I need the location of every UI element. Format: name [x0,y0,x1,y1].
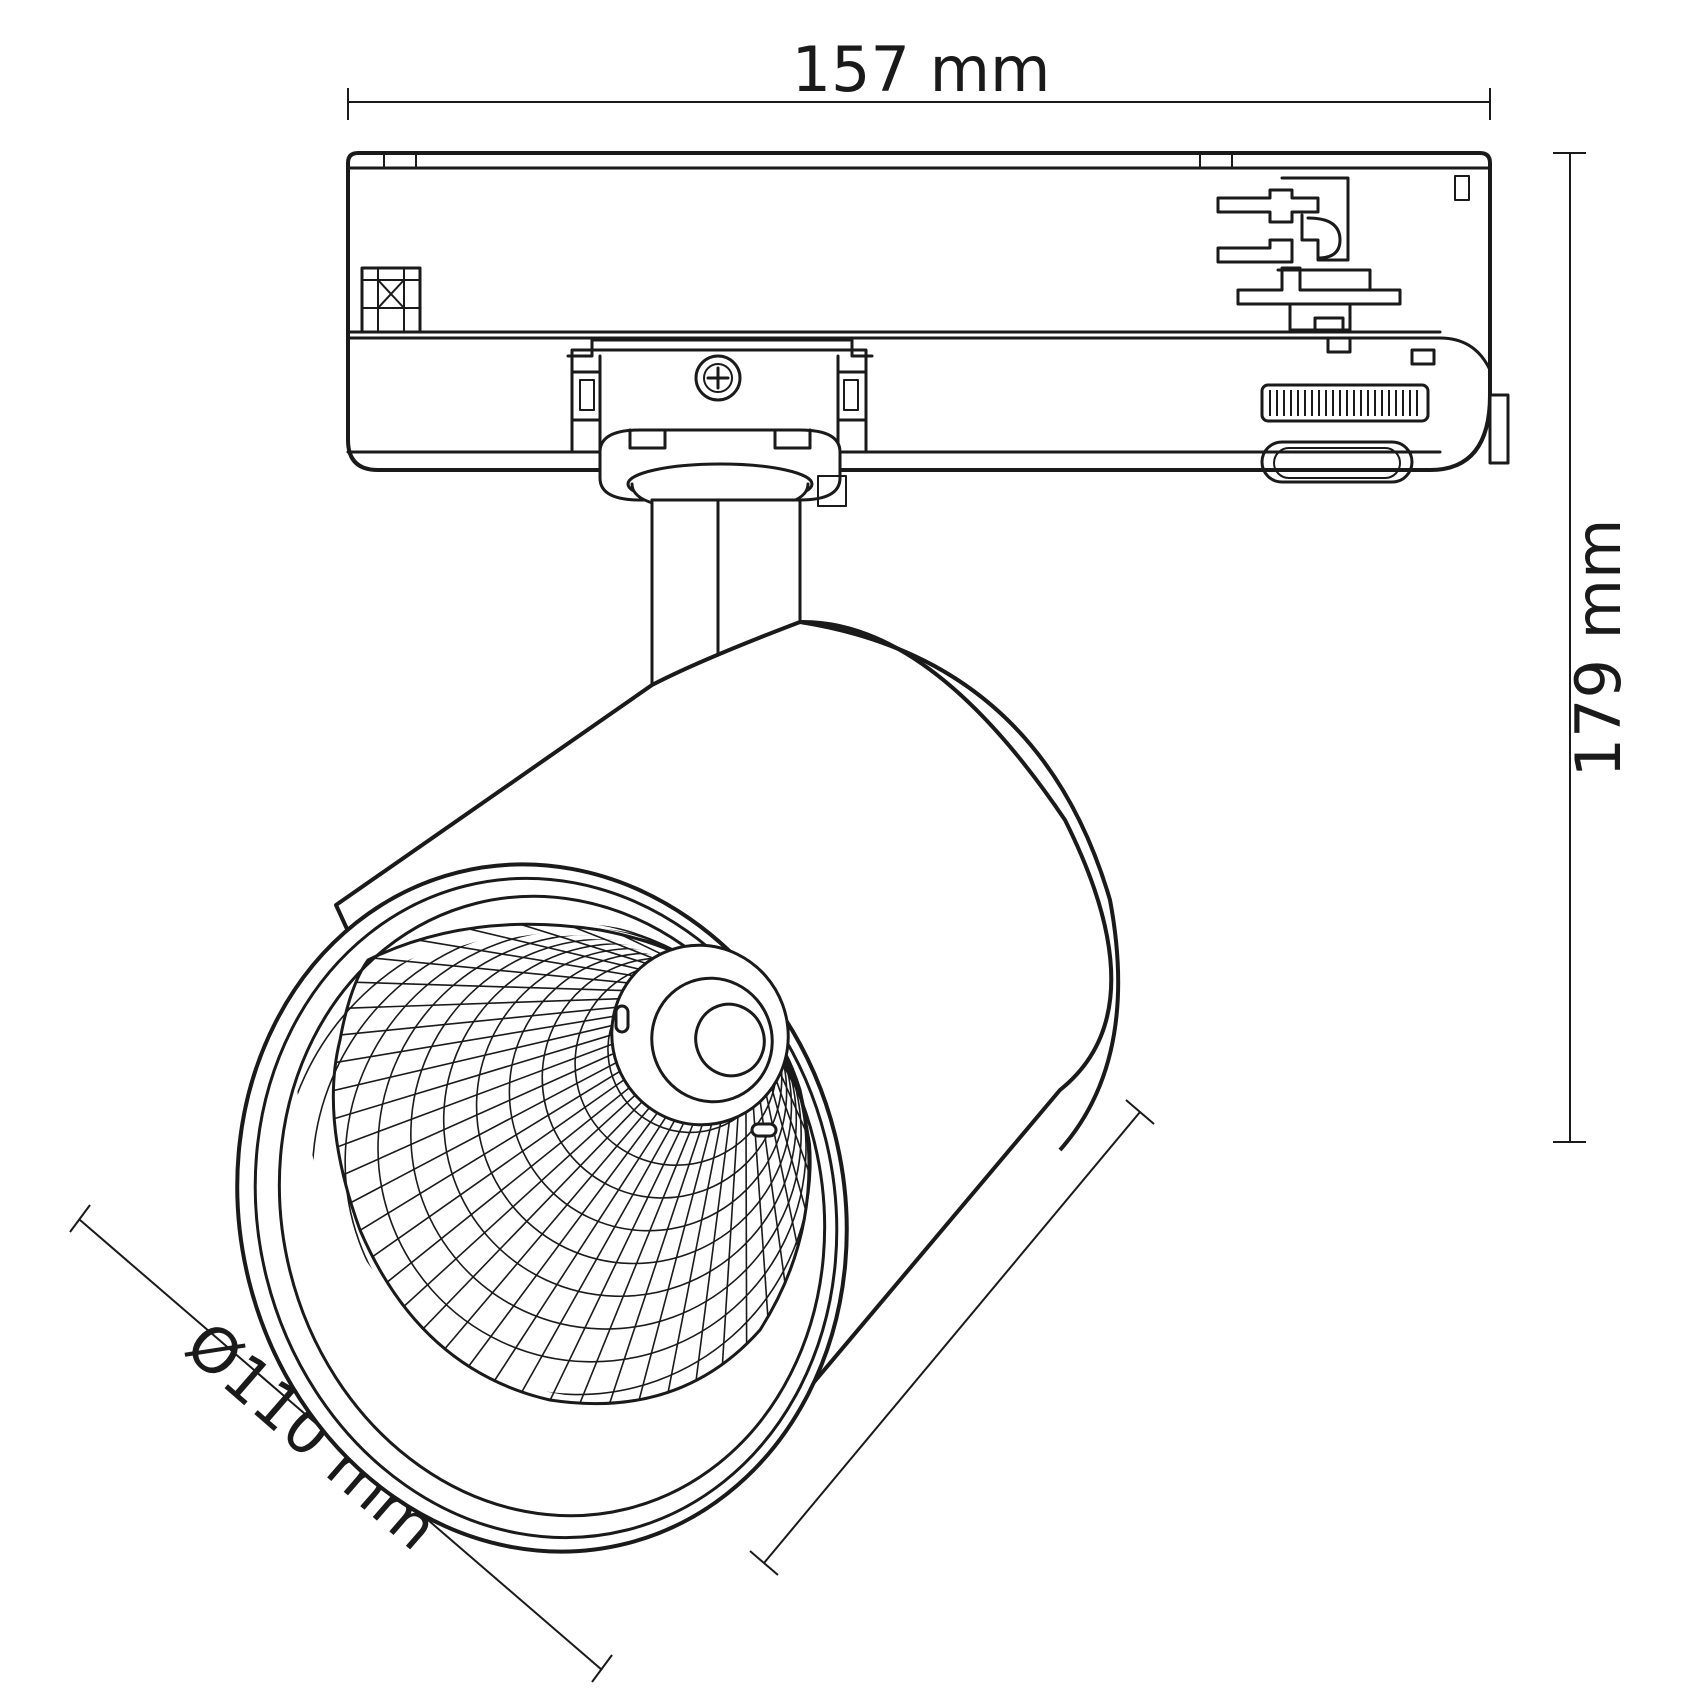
knurled-knob [1260,383,1430,423]
width-dimension-label: 157 mm [792,33,1051,106]
adapter-lower-edge [346,336,1492,372]
reflector-facet-line [457,924,679,975]
small-tab [1410,348,1436,366]
contact-lower [1236,266,1402,306]
front-bezel [277,894,827,1518]
left-latch [360,266,422,334]
reflector-facet-line [361,956,657,987]
contact-hook [1306,216,1342,260]
knob-knurling [1269,390,1418,416]
diameter-dimension-tick-2 [591,1654,613,1683]
width-dimension: 157 mm [347,33,1491,120]
diameter-dimension-line-right [763,1111,1141,1564]
lamp-head [235,619,1121,1554]
diameter-dimension-tick-3 [749,1550,779,1576]
right-side-tab [1488,393,1510,465]
contact-mid [1216,238,1294,264]
reflector-facet-line [390,934,664,982]
collar-notch-left [628,428,667,450]
reflector-facet-line [334,980,650,993]
lamp-back-arc [799,620,1121,1152]
reflector-facet-ring [410,938,802,1330]
release-button [1260,440,1414,484]
reflector-facet-line [333,1045,631,1217]
screw-head [694,354,742,402]
reflector-facet-line [333,1053,632,1254]
reflector-facet-line [333,1019,633,1109]
height-dimension: 179 mm [1553,152,1635,1143]
phillips-screw-icon [694,354,742,402]
left-latch-frame [360,266,422,334]
reflector-facet-line [651,1105,725,1404]
track-adapter [346,151,1510,512]
release-button-body [1260,440,1414,484]
bracket-clip-left-inner [579,379,595,411]
screw-rim [703,363,733,393]
collar-notch-right [773,428,812,450]
led-chip [694,1002,766,1078]
reflector-facet-line [333,1028,632,1144]
swivel-collar [598,428,847,512]
reflector-facet-line [471,1107,683,1404]
reflector-facet-line [616,1108,717,1404]
reflector-facet-line [764,1064,809,1298]
release-button-inner [1273,447,1401,479]
diameter-dimension-tick-1 [69,1204,91,1233]
contact-top [1216,188,1320,224]
bracket-clip-right-inner [843,379,859,411]
height-dimension-label: 179 mm [1562,519,1635,778]
reflector-facet-line [333,1004,640,1041]
side-slot [1454,175,1470,201]
contact-foot [1288,302,1352,332]
contact-foot-tab [1326,336,1352,354]
reflector-facet-line [333,1062,635,1289]
contact-lower-top [1276,268,1372,292]
contact-frame [1280,176,1350,262]
reflector-facet-ring [377,933,807,1363]
reflector-facet-line [507,1108,691,1404]
reflector-facet-line [767,1056,809,1263]
led-module [610,943,790,1138]
collar-tab [817,475,847,507]
reflector-facet-line [333,997,645,1011]
right-contact-block [1216,175,1470,366]
reflector-facet-line [436,1104,675,1404]
diameter-dimension-tick-4 [1125,1099,1155,1125]
reflector-facet-line [333,1036,631,1181]
front-rim-inner [253,876,839,1540]
led-slot-bottom [750,1122,778,1138]
left-latch-line-6 [377,279,405,309]
bracket-top [566,338,874,358]
contact-foot-inner [1313,316,1345,334]
reflector-facet-line [580,1109,709,1404]
knob-body [1260,383,1430,423]
center-bracket [566,338,874,454]
reflector-facet-line [544,1109,700,1404]
led-slot-left [614,1004,630,1034]
